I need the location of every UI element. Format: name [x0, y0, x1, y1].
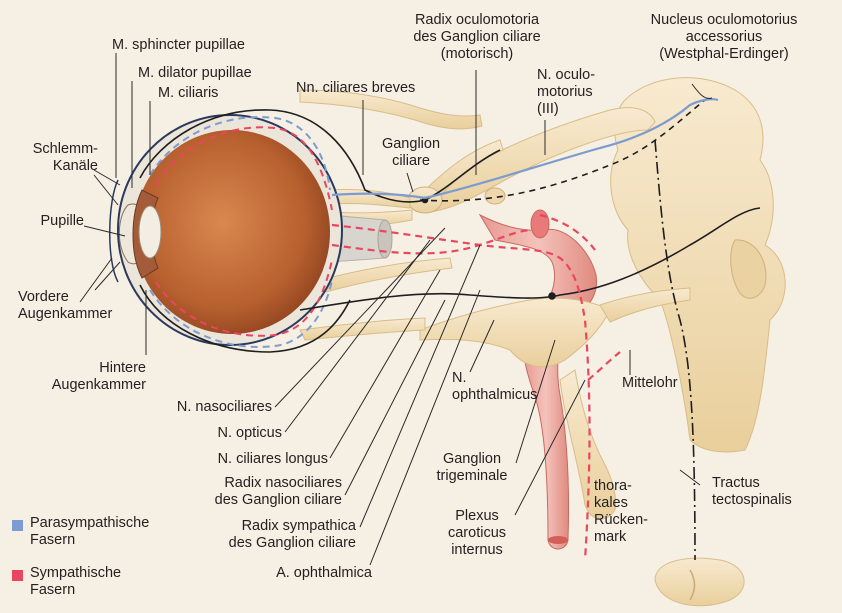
label-n-opticus: N. opticus — [200, 425, 282, 442]
label-radix-nasociliares: Radix nasociliares des Ganglion ciliare — [196, 475, 342, 509]
label-n-ophthalmicus: N. ophthalmicus — [452, 370, 537, 404]
label-n-nasociliares: N. nasociliares — [140, 399, 272, 416]
label-pupille: Pupille — [20, 213, 84, 230]
label-thorakales-rueckenmark: thora- kales Rücken- mark — [594, 478, 648, 546]
legend-sympathetic: Sympathische Fasern — [30, 565, 121, 599]
legend-parasympathetic: Parasympathische Fasern — [30, 515, 149, 549]
label-sphincter-pupillae: M. sphincter pupillae — [112, 37, 245, 54]
label-tractus-tectospinalis: Tractus tectospinalis — [712, 475, 792, 509]
spinal-cord-segment — [655, 558, 744, 606]
parasympathetic-swatch — [12, 520, 23, 531]
label-schlemm-kanaele: Schlemm- Kanäle — [18, 141, 98, 175]
label-ciliaris: M. ciliaris — [158, 85, 218, 102]
brainstem — [611, 78, 786, 452]
label-radix-sympathica: Radix sympathica des Ganglion ciliare — [210, 518, 356, 552]
eyeball — [110, 115, 342, 347]
sympathetic-swatch — [12, 570, 23, 581]
label-a-ophthalmica: A. ophthalmica — [248, 565, 372, 582]
label-ciliares-breves: Nn. ciliares breves — [296, 80, 415, 97]
label-n-ciliares-longus: N. ciliares longus — [170, 451, 328, 468]
label-nucleus-oculomotorius: Nucleus oculomotorius accessorius (Westp… — [636, 12, 812, 63]
label-mittelohr: Mittelohr — [622, 375, 678, 392]
label-ganglion-trigeminale: Ganglion trigeminale — [430, 451, 514, 485]
label-vordere-augenkammer: Vordere Augenkammer — [18, 289, 112, 323]
label-n-oculomotorius: N. oculo- motorius (III) — [537, 67, 595, 118]
label-hintere-augenkammer: Hintere Augenkammer — [32, 360, 146, 394]
label-dilator-pupillae: M. dilator pupillae — [138, 65, 252, 82]
label-plexus-caroticus: Plexus caroticus internus — [440, 508, 514, 559]
label-ganglion-ciliare: Ganglion ciliare — [376, 136, 446, 170]
label-radix-oculomotoria: Radix oculomotoria des Ganglion ciliare … — [400, 12, 554, 63]
